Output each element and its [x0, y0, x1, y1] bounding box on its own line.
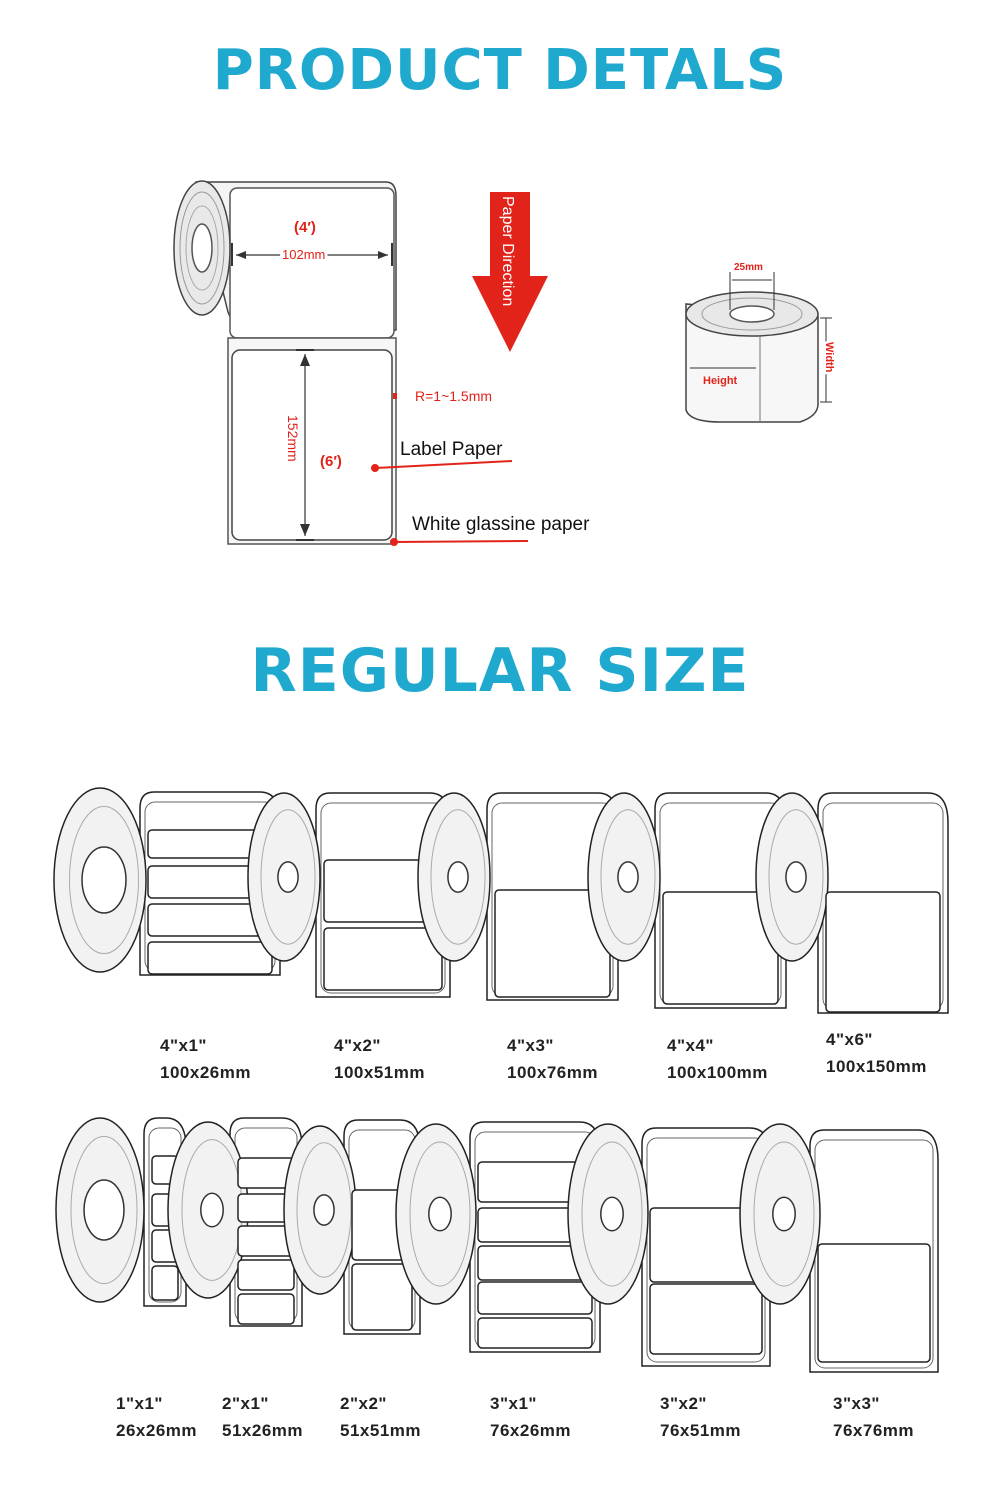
size-label: 3"x1"76x26mm — [490, 1394, 572, 1440]
label-paper-label: Label Paper — [400, 439, 503, 460]
width-inch-label: (4′) — [294, 219, 316, 236]
size-label: 4"x4"100x100mm — [667, 1036, 768, 1082]
size-label: 1"x1"26x26mm — [116, 1394, 198, 1440]
roll-core — [277, 861, 299, 893]
label-sticker — [817, 1243, 931, 1363]
size-label: 4"x2"100x51mm — [334, 1036, 425, 1082]
size-label: 3"x3"76x76mm — [833, 1394, 915, 1440]
roll-core — [81, 846, 127, 914]
label-sticker — [237, 1259, 295, 1291]
roll-core — [600, 1196, 624, 1232]
roll-core — [200, 1192, 224, 1228]
roll-core — [785, 861, 807, 893]
label-sticker — [351, 1263, 413, 1331]
label-sticker — [649, 1283, 763, 1355]
radius-label: R=1~1.5mm — [415, 388, 492, 404]
label-sticker — [151, 1265, 179, 1301]
label-sticker — [147, 941, 273, 975]
label-sticker — [237, 1293, 295, 1325]
width-mm-label: 102mm — [282, 247, 325, 262]
roll-height-label: Height — [703, 375, 738, 387]
size-label: 4"x3"100x76mm — [507, 1036, 598, 1082]
height-inch-label: (6′) — [320, 453, 342, 470]
product-details-heading: PRODUCT DETALS — [212, 38, 788, 103]
label-sticker — [477, 1281, 593, 1315]
roll-core — [313, 1194, 335, 1226]
size-label: 4"x1"100x26mm — [160, 1036, 251, 1082]
roll-core — [428, 1196, 452, 1232]
regular-size-heading: REGULAR SIZE — [250, 636, 750, 706]
height-mm-label: 152mm — [285, 415, 301, 462]
size-label: 4"x6"100x150mm — [826, 1030, 927, 1076]
paper-direction-label: Paper Direction — [499, 196, 516, 306]
size-label: 2"x1"51x26mm — [222, 1394, 304, 1440]
label-dimension-diagram: (4′) 102mm 152mm (6′) R=1~1.5mm Label Pa… — [173, 180, 838, 546]
glassine-label: White glassine paper — [412, 514, 590, 535]
roll-core — [83, 1179, 125, 1241]
size-label: 3"x2"76x51mm — [660, 1394, 742, 1440]
label-sticker — [825, 891, 941, 1013]
roll-core — [617, 861, 639, 893]
label-sticker — [477, 1317, 593, 1349]
label-sticker — [323, 927, 443, 991]
roll-width-label: Width — [823, 342, 835, 373]
roll-core — [447, 861, 469, 893]
size-label: 2"x2"51x51mm — [340, 1394, 422, 1440]
roll-core — [772, 1196, 796, 1232]
core-size-label: 25mm — [734, 262, 763, 273]
